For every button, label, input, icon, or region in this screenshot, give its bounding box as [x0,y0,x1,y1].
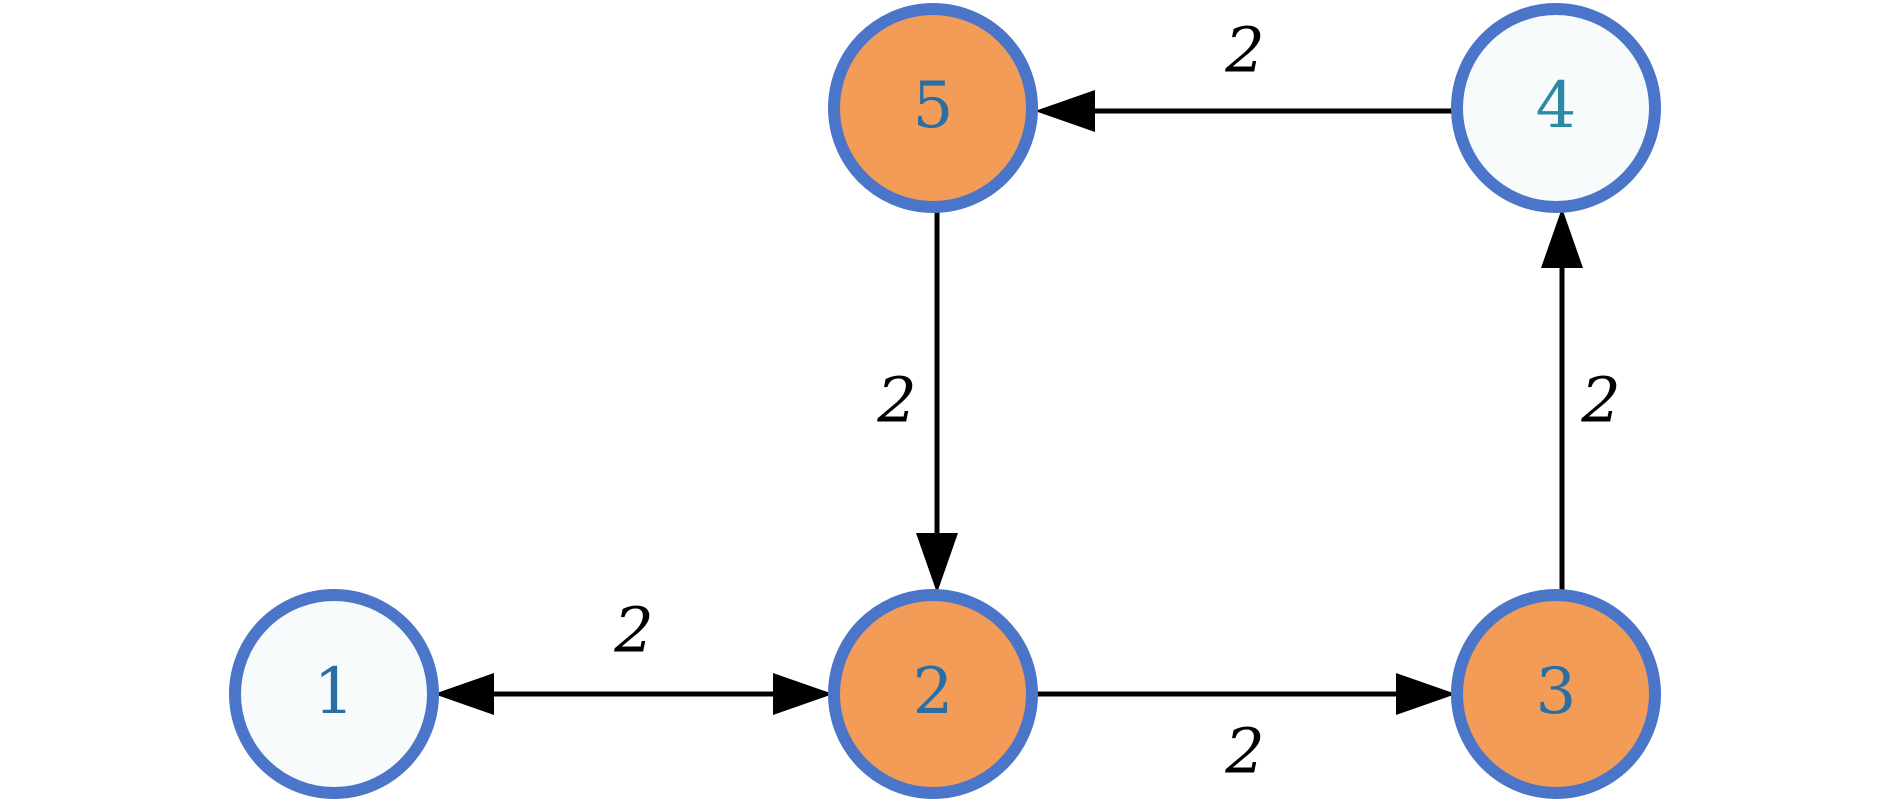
node-5: 5 [828,3,1038,213]
arrowhead-to-5 [1035,90,1095,132]
edge-label-4-5: 2 [1224,14,1264,87]
edge-4-5: 2 [1035,14,1459,132]
arrowhead-to-3 [1396,673,1456,715]
node-1-circle [229,589,439,799]
node-4: 4 [1451,3,1661,213]
node-2-circle [828,589,1038,799]
arrowhead-to-4 [1541,208,1583,268]
arrowhead-to-2-from-5 [916,533,958,593]
arrowhead-to-2 [773,673,833,715]
edge-label-3-4: 2 [1580,364,1620,437]
edge-1-2: 2 [434,594,833,715]
node-1-label: 1 [314,655,355,729]
node-3-circle [1451,589,1661,799]
node-1: 1 [229,589,439,799]
node-2: 2 [828,589,1038,799]
edge-label-5-2: 2 [876,364,916,437]
node-4-circle [1451,3,1661,213]
edge-3-4: 2 [1541,208,1621,594]
node-3-label: 3 [1536,655,1577,729]
node-5-circle [828,3,1038,213]
edge-2-3: 2 [1033,673,1456,788]
edge-label-2-3: 2 [1224,715,1264,788]
node-2-label: 2 [913,655,954,729]
edge-5-2: 2 [876,207,958,593]
edge-label-1-2: 2 [613,594,653,667]
node-4-label: 4 [1536,69,1577,143]
arrowhead-to-1 [434,673,494,715]
node-3: 3 [1451,589,1661,799]
node-5-label: 5 [913,69,954,143]
